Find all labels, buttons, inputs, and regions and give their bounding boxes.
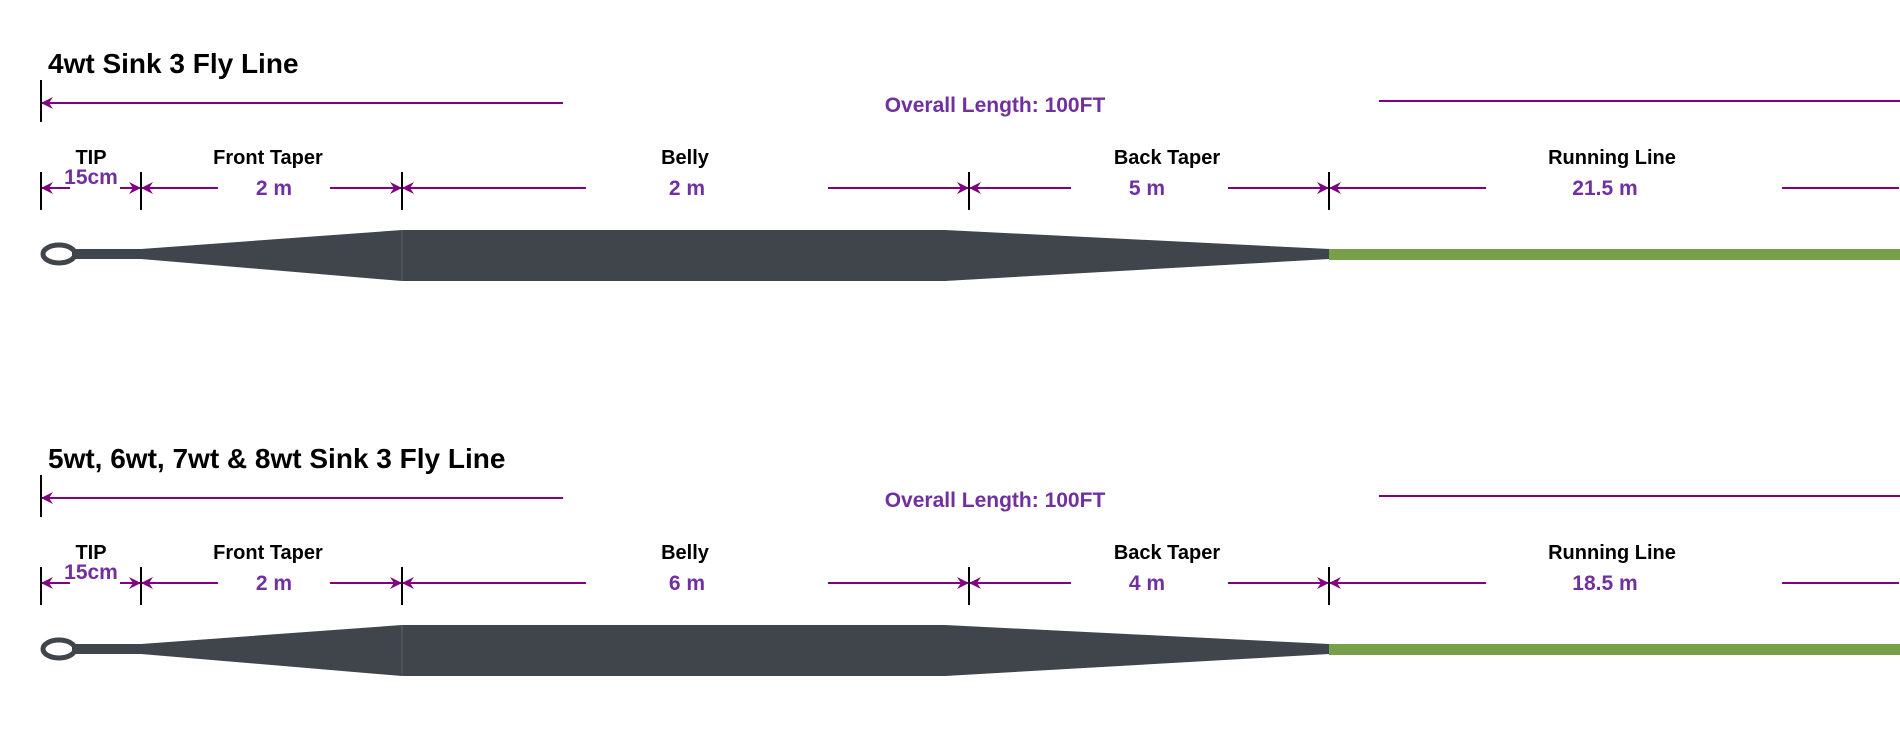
segment-length: 4 m xyxy=(1129,572,1165,595)
overall-length-label: Overall Length: 100FT xyxy=(885,489,1106,512)
segment-label: Running Line xyxy=(1548,542,1676,564)
running-line xyxy=(1329,249,1900,260)
segment-length: 2 m xyxy=(669,177,705,200)
segment-label: TIP xyxy=(75,147,106,169)
segment-label: Front Taper xyxy=(213,542,323,564)
segment-length: 5 m xyxy=(1129,177,1165,200)
segment-label: Belly xyxy=(661,542,710,564)
segment-label: Running Line xyxy=(1548,147,1676,169)
segment-label: Front Taper xyxy=(213,147,323,169)
segment-length: 2 m xyxy=(256,572,292,595)
overall-length-label: Overall Length: 100FT xyxy=(885,94,1106,117)
running-line xyxy=(1329,644,1900,655)
segment-length: 15cm xyxy=(64,561,118,584)
welded-loop-icon xyxy=(40,637,78,661)
segment-label: TIP xyxy=(75,542,106,564)
segment-length: 15cm xyxy=(64,166,118,189)
welded-loop-icon xyxy=(40,242,78,266)
diagram-2: 5wt, 6wt, 7wt & 8wt Sink 3 Fly LineOvera… xyxy=(40,443,1900,676)
diagram-title: 4wt Sink 3 Fly Line xyxy=(48,48,299,79)
segment-length: 2 m xyxy=(256,177,292,200)
segment-length: 21.5 m xyxy=(1572,177,1637,200)
fly-line-body xyxy=(72,625,1329,676)
segment-label: Back Taper xyxy=(1114,542,1221,564)
diagram-title: 5wt, 6wt, 7wt & 8wt Sink 3 Fly Line xyxy=(48,443,505,474)
segment-length: 6 m xyxy=(669,572,705,595)
segment-label: Belly xyxy=(661,147,710,169)
segment-label: Back Taper xyxy=(1114,147,1221,169)
fly-line-body xyxy=(72,230,1329,281)
segment-length: 18.5 m xyxy=(1572,572,1637,595)
